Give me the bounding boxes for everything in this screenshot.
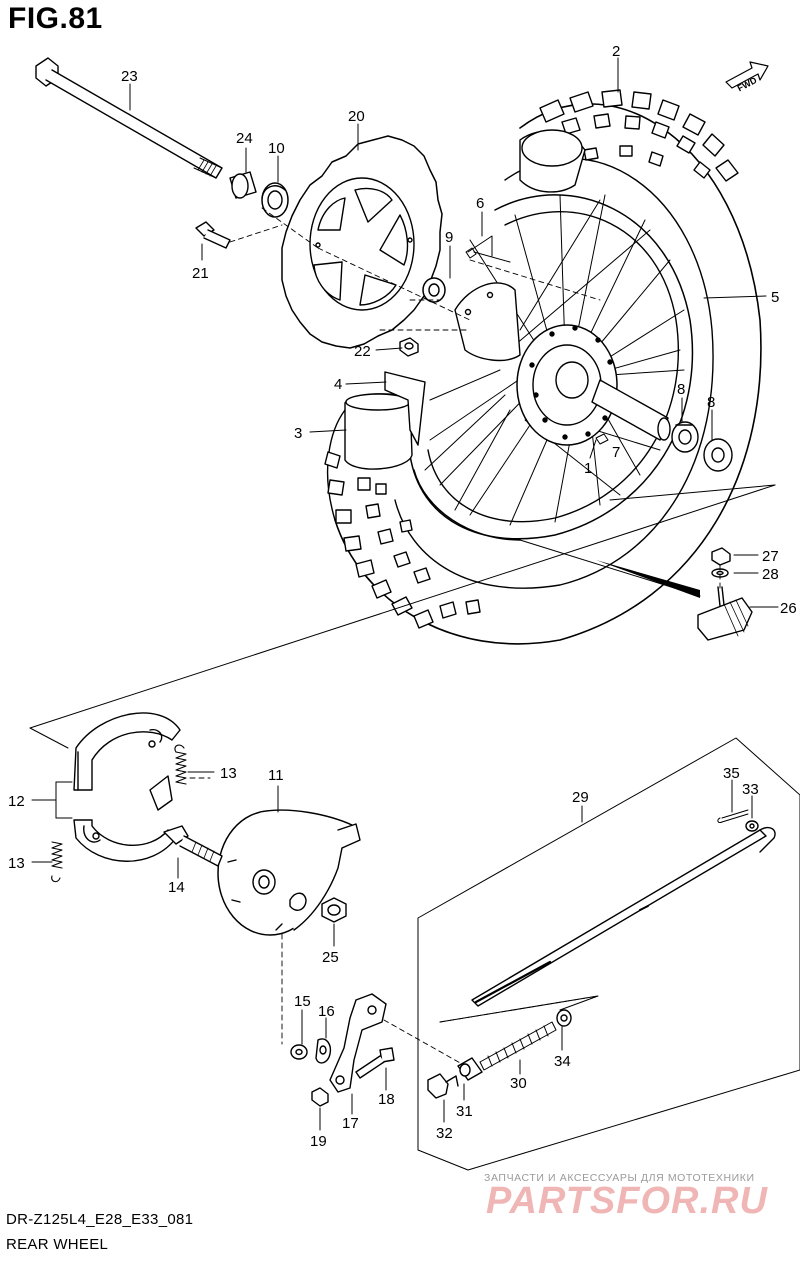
sprocket-nut — [399, 337, 419, 357]
rod-hint-lines — [439, 995, 599, 1023]
callout-29: 29 — [572, 789, 589, 806]
oil-seal — [261, 182, 289, 218]
callout-20: 20 — [348, 108, 365, 125]
callout-2: 2 — [612, 43, 620, 60]
figure-title: FIG.81 — [8, 2, 103, 35]
callout-26: 26 — [780, 600, 797, 617]
callout-19: 19 — [310, 1133, 327, 1150]
callout-28: 28 — [762, 566, 779, 583]
adjuster-nut — [711, 547, 731, 566]
brake-cam-lever — [329, 993, 387, 1093]
wheel-hub — [454, 282, 618, 446]
rear-tire — [324, 89, 762, 645]
callout-1: 1 — [584, 460, 592, 477]
brake-shoe-upper — [73, 712, 181, 791]
callout-3: 3 — [294, 425, 302, 442]
hub-bolt-6 — [465, 247, 511, 263]
shoe-spring-lower — [51, 841, 63, 883]
callout-leaders — [31, 57, 779, 1131]
rod-washer-33 — [745, 820, 759, 832]
fwd-arrow-icon: FWD — [725, 61, 769, 93]
wheel-bearing-a — [671, 421, 699, 453]
watermark-tagline: ЗАПЧАСТИ И АКСЕССУАРЫ ДЛЯ МОТОТЕХНИКИ — [484, 1172, 755, 1184]
hub-bolt-7 — [595, 433, 609, 445]
panel-nut — [321, 897, 347, 923]
brake-panel — [217, 809, 361, 936]
rear-sprocket — [281, 135, 443, 349]
chain-adjuster — [697, 586, 753, 641]
callout-16: 16 — [318, 1003, 335, 1020]
callout-22: 22 — [354, 343, 371, 360]
lever-washer-16 — [315, 1038, 332, 1064]
callout-11: 11 — [268, 767, 284, 784]
rim-band — [344, 393, 413, 470]
callout-35: 35 — [723, 765, 740, 782]
callout-25: 25 — [322, 949, 339, 966]
callout-17: 17 — [342, 1115, 359, 1132]
callout-34: 34 — [554, 1053, 571, 1070]
rod-spring — [479, 1021, 557, 1071]
callout-12: 12 — [8, 793, 25, 810]
brake-shoe-lower — [73, 775, 177, 862]
callout-13b: 13 — [8, 855, 25, 872]
callout-6: 6 — [476, 195, 484, 212]
callout-8a: 8 — [677, 381, 685, 398]
axle-spacer — [229, 171, 257, 199]
callout-27: 27 — [762, 548, 779, 565]
brake-camshaft — [163, 825, 223, 867]
sprocket-bolt — [195, 221, 231, 249]
callout-9: 9 — [445, 229, 453, 246]
rear-axle — [35, 57, 223, 179]
callout-14: 14 — [168, 879, 185, 896]
callout-32: 32 — [436, 1125, 453, 1142]
lever-bolt — [355, 1047, 395, 1079]
callout-5: 5 — [771, 289, 779, 306]
sprocket-bearing — [422, 277, 446, 303]
callout-23: 23 — [121, 68, 138, 85]
inner-tube — [384, 129, 586, 446]
callout-24: 24 — [236, 130, 253, 147]
callout-33: 33 — [742, 781, 759, 798]
callout-10: 10 — [268, 140, 285, 157]
rod-cotter-pin — [717, 809, 749, 823]
figure-name: REAR WHEEL — [6, 1236, 109, 1253]
rod-joint — [457, 1057, 483, 1081]
model-code: DR-Z125L4_E28_E33_081 — [6, 1211, 194, 1228]
wheel-bearing-b — [703, 438, 733, 472]
callout-31: 31 — [456, 1103, 473, 1120]
callout-13a: 13 — [220, 765, 237, 782]
callout-18: 18 — [378, 1091, 395, 1108]
lever-washer-15 — [290, 1044, 308, 1060]
assembly-lines-upper — [229, 207, 721, 591]
shoe-spring-upper — [174, 744, 187, 785]
brake-rod-box — [417, 737, 800, 1171]
rod-washer-34 — [556, 1009, 572, 1027]
callout-numbers: 2 23 24 10 20 6 9 21 5 22 4 3 8 8 7 1 27… — [8, 43, 797, 1150]
adjuster-pointer — [596, 560, 700, 598]
adjusting-nut — [427, 1073, 459, 1099]
callout-4: 4 — [334, 376, 342, 393]
callout-21: 21 — [192, 265, 209, 282]
axle-collar — [591, 379, 671, 441]
callout-30: 30 — [510, 1075, 527, 1092]
brake-rod — [471, 826, 776, 1007]
wheel-spokes — [424, 194, 685, 526]
callout-15: 15 — [294, 993, 311, 1010]
callout-8b: 8 — [707, 394, 715, 411]
lever-nut — [311, 1087, 329, 1107]
watermark-logo: PARTSFOR.RU — [486, 1180, 768, 1222]
callout-7: 7 — [612, 444, 620, 461]
perspective-lines — [29, 484, 776, 749]
